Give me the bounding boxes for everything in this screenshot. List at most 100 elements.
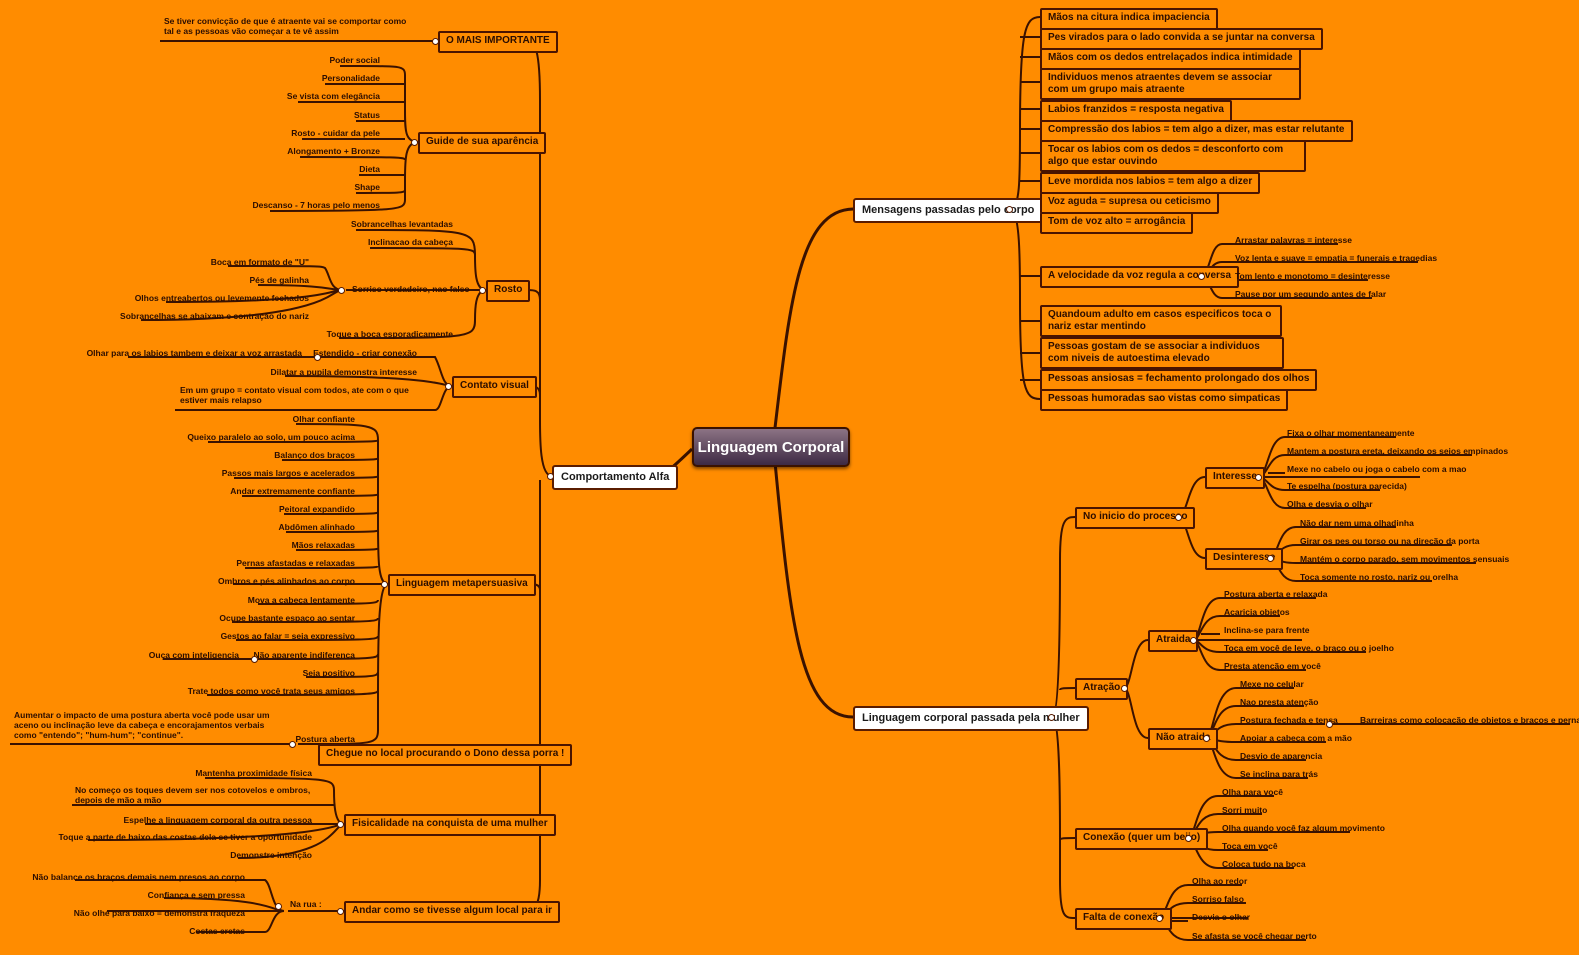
leaf-velocidade-1[interactable]: Voz lenta e suave = empatia = funerais e…	[1235, 253, 1438, 263]
leaf-conexao-3[interactable]: Toca em você	[1222, 841, 1278, 851]
leaf-aparencia-3[interactable]: Status	[354, 110, 380, 120]
expand-dot[interactable]	[1190, 637, 1197, 644]
leaf-meta2-0[interactable]: Seja positivo	[302, 668, 355, 678]
leaf-aparencia-2[interactable]: Se vista com elegância	[286, 91, 380, 101]
leaf-mensagens-1[interactable]: Pes virados para o lado convida a se jun…	[1040, 28, 1323, 50]
leaf-nao-atraida-2[interactable]: Postura fechada e tensa	[1240, 715, 1338, 725]
expand-dot[interactable]	[314, 354, 321, 361]
expand-dot[interactable]	[337, 821, 344, 828]
topic-contato-visual[interactable]: Contato visual	[452, 376, 537, 398]
leaf-meta-2[interactable]: Balanço dos braços	[274, 450, 355, 460]
leaf-fis-3[interactable]: Toque a parte de baixo das costas dela s…	[58, 832, 313, 842]
topic-mensagens[interactable]: Mensagens passadas pelo corpo	[853, 198, 1044, 223]
leaf-falta-1[interactable]: Sorriso falso	[1192, 894, 1244, 904]
leaf-atraida-2[interactable]: Inclina-se para frente	[1224, 625, 1310, 635]
expand-dot[interactable]	[1121, 685, 1128, 692]
leaf-postura-note[interactable]: Aumentar o impacto de uma postura aberta…	[14, 710, 270, 740]
leaf-conexao-2[interactable]: Olha quando você faz algum movimento	[1222, 823, 1385, 833]
leaf-desinteresse-0[interactable]: Não dar nem uma olhadinha	[1300, 518, 1414, 528]
leaf-meta2-1[interactable]: Trate todos como você trata seus amigos	[187, 686, 355, 696]
leaf-nao-atraida-0[interactable]: Mexe no celular	[1240, 679, 1304, 689]
topic-comportamento-alfa[interactable]: Comportamento Alfa	[552, 465, 679, 490]
leaf-mensagens-7[interactable]: Leve mordida nos labios = tem algo a diz…	[1040, 172, 1261, 194]
leaf-meta-3[interactable]: Passos mais largos e acelerados	[221, 468, 355, 478]
leaf-meta-10[interactable]: Mova a cabeça lentamente	[247, 595, 355, 605]
leaf-barreiras[interactable]: Barreiras como colocação de objetos e br…	[1360, 715, 1579, 725]
leaf-rua-2[interactable]: Não olhe para baixo = demonstra fraqueza	[73, 908, 245, 918]
leaf-interesse-0[interactable]: Fixa o olhar momentaneamente	[1287, 428, 1415, 438]
leaf-na-rua[interactable]: Na rua :	[290, 899, 322, 909]
leaf-conexao-4[interactable]: Coloca tudo na boca	[1222, 859, 1306, 869]
leaf-meta-0[interactable]: Olhar confiante	[292, 414, 355, 424]
topic-mais-importante[interactable]: O MAIS IMPORTANTE	[438, 31, 558, 53]
leaf-desinteresse-3[interactable]: Toca somente no rosto, nariz ou orelha	[1300, 572, 1459, 582]
leaf-mensagens-0[interactable]: Mãos na citura indica impaciencia	[1040, 8, 1218, 30]
leaf-fis-1[interactable]: No começo os toques devem ser nos cotove…	[75, 785, 311, 805]
expand-dot[interactable]	[479, 287, 486, 294]
leaf-desinteresse-2[interactable]: Mantém o corpo parado, sem movimentos se…	[1300, 554, 1510, 564]
leaf-fis-2[interactable]: Espelhe a linguagem corporal da outra pe…	[123, 815, 312, 825]
topic-fisicalidade[interactable]: Fisicalidade na conquista de uma mulher	[344, 814, 556, 836]
leaf-grupo[interactable]: Em um grupo = contato visual com todos, …	[180, 385, 409, 405]
leaf-sorriso-0[interactable]: Boca em formato de "U"	[210, 257, 309, 267]
leaf-meta-11[interactable]: Ocupe bastante espaço ao sentar	[219, 613, 355, 623]
leaf-rosto-bottom[interactable]: Toque a boca esporadicamente	[326, 329, 453, 339]
leaf-interesse-2[interactable]: Mexe no cabelo ou joga o cabelo com a ma…	[1287, 464, 1467, 474]
expand-dot[interactable]	[1175, 514, 1182, 521]
expand-dot[interactable]	[275, 903, 282, 910]
expand-dot[interactable]	[337, 908, 344, 915]
topic-desinteresse[interactable]: Desinteresse	[1205, 548, 1284, 570]
leaf-sorriso-1[interactable]: Pés de galinha	[249, 275, 309, 285]
leaf-mensagens-5[interactable]: Compressão dos labios = tem algo a dizer…	[1040, 120, 1353, 142]
leaf-meta-12[interactable]: Gestos ao falar = seja expressivo	[220, 631, 355, 641]
leaf-meta-6[interactable]: Abdômen alinhado	[278, 522, 356, 532]
leaf-mensagens-4[interactable]: Labios franzidos = resposta negativa	[1040, 100, 1232, 122]
leaf-nao-atraida-3[interactable]: Apoiar a cabeça com a mão	[1240, 733, 1352, 743]
leaf-aparencia-5[interactable]: Alongamento + Bronze	[287, 146, 380, 156]
leaf-falta-0[interactable]: Olha ao redor	[1192, 876, 1248, 886]
leaf-meta-7[interactable]: Mãos relaxadas	[291, 540, 355, 550]
leaf-conexao-0[interactable]: Olha para você	[1222, 787, 1283, 797]
leaf-desinteresse-1[interactable]: Girar os pes ou torso ou na direção da p…	[1300, 536, 1480, 546]
root-topic[interactable]: Linguagem Corporal	[692, 427, 850, 467]
expand-dot[interactable]	[381, 581, 388, 588]
leaf-fis-0[interactable]: Mantenha proximidade física	[195, 768, 312, 778]
expand-dot[interactable]	[547, 473, 554, 480]
leaf-mensagens-b2[interactable]: Pessoas ansiosas = fechamento prolongado…	[1040, 369, 1318, 391]
expand-dot[interactable]	[289, 741, 296, 748]
leaf-rua-1[interactable]: Confiança e sem pressa	[147, 890, 245, 900]
topic-velocidade[interactable]: A velocidade da voz regula a conversa	[1040, 266, 1240, 288]
leaf-aparencia-7[interactable]: Shape	[354, 182, 380, 192]
leaf-nao-atraida-5[interactable]: Se inclina para trás	[1240, 769, 1318, 779]
leaf-aparencia-6[interactable]: Dieta	[359, 164, 380, 174]
expand-dot[interactable]	[411, 139, 418, 146]
leaf-aparencia-4[interactable]: Rosto - cuidar da pele	[291, 128, 380, 138]
expand-dot[interactable]	[1198, 273, 1205, 280]
expand-dot[interactable]	[1156, 915, 1163, 922]
leaf-fis-4[interactable]: Demonstre intenção	[230, 850, 312, 860]
leaf-estendido[interactable]: Estendido - criar conexão	[313, 348, 417, 358]
leaf-mensagens-6[interactable]: Tocar os labios com os dedos = desconfor…	[1040, 140, 1306, 172]
leaf-interesse-3[interactable]: Te espelha (postura parecida)	[1287, 481, 1407, 491]
leaf-meta-1[interactable]: Queixo paralelo ao solo, um pouco acima	[187, 432, 355, 442]
leaf-rosto-top-1[interactable]: Inclinacao da cabeça	[367, 237, 453, 247]
leaf-velocidade-3[interactable]: Pause por um segundo antes de falar	[1235, 289, 1387, 299]
leaf-sorriso[interactable]: Sorriso verdadeiro, nao falso	[352, 284, 470, 294]
leaf-mensagens-9[interactable]: Tom de voz alto = arrogância	[1040, 212, 1194, 234]
topic-andar[interactable]: Andar como se tivesse algum local para i…	[344, 901, 561, 923]
leaf-mensagens-3[interactable]: Individuos menos atraentes devem se asso…	[1040, 68, 1301, 100]
leaf-aparencia-0[interactable]: Poder social	[329, 55, 380, 65]
leaf-rua-0[interactable]: Não balance os braços demais nem presos …	[32, 872, 245, 882]
expand-dot[interactable]	[1203, 735, 1210, 742]
leaf-mensagens-b0[interactable]: Quandoum adulto em casos especificos toc…	[1040, 305, 1282, 337]
leaf-nao-atraida-4[interactable]: Desvio de aparencia	[1240, 751, 1323, 761]
leaf-meta-8[interactable]: Pernas afastadas e relaxadas	[236, 558, 355, 568]
leaf-mensagens-8[interactable]: Voz aguda = supresa ou ceticismo	[1040, 192, 1219, 214]
expand-dot[interactable]	[338, 287, 345, 294]
leaf-rosto-top-0[interactable]: Sobrancelhas levantadas	[350, 219, 453, 229]
expand-dot[interactable]	[251, 656, 258, 663]
expand-dot[interactable]	[432, 38, 439, 45]
leaf-conexao-1[interactable]: Sorri muito	[1222, 805, 1268, 815]
leaf-meta-9[interactable]: Ombros e pés alinhados ao corpo	[218, 576, 355, 586]
leaf-atraida-0[interactable]: Postura aberta e relaxada	[1224, 589, 1328, 599]
